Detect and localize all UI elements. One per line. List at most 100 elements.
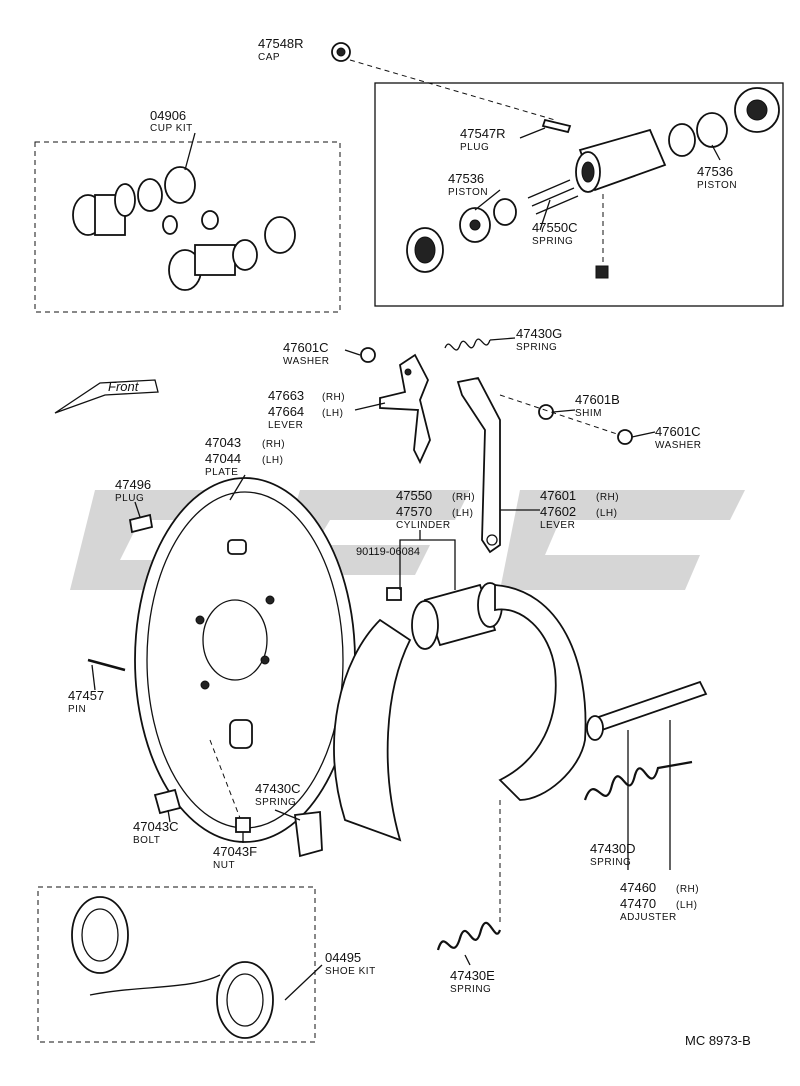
front-label: Front xyxy=(108,379,140,394)
nut-part xyxy=(235,817,251,833)
plug-r-number: 47547R xyxy=(460,126,506,141)
lever-small-part xyxy=(379,353,431,465)
spring-d-part xyxy=(583,760,693,801)
label-piston-left: 47536 PISTON xyxy=(448,171,488,198)
washer-right-part xyxy=(617,429,633,445)
label-pin: 47457 PIN xyxy=(68,688,104,715)
spring-c-clip-part xyxy=(293,810,323,858)
label-washer-top: 47601C WASHER xyxy=(283,340,330,367)
lever-small-name: LEVER xyxy=(268,420,303,431)
plug-name: PLUG xyxy=(115,493,144,504)
cap-name: CAP xyxy=(258,52,280,63)
label-piston-right: 47536 PISTON xyxy=(697,164,737,191)
lever-small-variant1: (RH) xyxy=(322,392,345,403)
spring-g-name: SPRING xyxy=(516,342,557,353)
brake-shoe-left xyxy=(333,618,412,842)
cylinder-number1: 47550 xyxy=(396,488,432,503)
shim-name: SHIM xyxy=(575,408,602,419)
adjuster-variant1: (RH) xyxy=(676,884,699,895)
spring-e-name: SPRING xyxy=(450,984,491,995)
shim-number: 47601B xyxy=(575,392,620,407)
spring-c2-number: 47430C xyxy=(255,781,301,796)
bolt-name: BOLT xyxy=(133,835,160,846)
piston-left-number: 47536 xyxy=(448,171,484,186)
plate-name: PLATE xyxy=(205,467,238,478)
plate-variant2: (LH) xyxy=(262,455,283,466)
front-arrow: Front xyxy=(54,379,159,414)
adjuster-number2: 47470 xyxy=(620,896,656,911)
cylinder-variant1: (RH) xyxy=(452,492,475,503)
cup-kit-number: 04906 xyxy=(150,108,186,123)
brake-shoe-right xyxy=(494,584,587,801)
spring-e-part xyxy=(436,921,502,951)
cylinder-variant2: (LH) xyxy=(452,508,473,519)
spring-c-name: SPRING xyxy=(532,236,573,247)
label-cup-kit: 04906 CUP KIT xyxy=(150,108,193,134)
label-nut: 47043F NUT xyxy=(213,844,257,871)
bolt-number: 47043C xyxy=(133,819,179,834)
cap-part xyxy=(331,42,556,121)
lever-large-variant2: (LH) xyxy=(596,508,617,519)
spring-g-part xyxy=(444,338,491,351)
shoe-kit-box xyxy=(37,886,316,1043)
washer-right-name: WASHER xyxy=(655,440,702,451)
lever-large-number2: 47602 xyxy=(540,504,576,519)
lever-small-variant2: (LH) xyxy=(322,408,343,419)
piston-left-name: PISTON xyxy=(448,187,488,198)
plug-number: 47496 xyxy=(115,477,151,492)
adjuster-name: ADJUSTER xyxy=(620,912,677,923)
washer-top-name: WASHER xyxy=(283,356,330,367)
cap-number: 47548R xyxy=(258,36,304,51)
cup-kit-box xyxy=(34,141,341,313)
pin-name: PIN xyxy=(68,704,86,715)
label-shoe-kit: 04495 SHOE KIT xyxy=(325,950,376,977)
wheel-cylinder-part xyxy=(411,582,503,650)
pin-number: 47457 xyxy=(68,688,104,703)
lever-large-number1: 47601 xyxy=(540,488,576,503)
label-plug-r: 47547R PLUG xyxy=(460,126,506,153)
cup-kit-name: CUP KIT xyxy=(150,123,193,134)
label-spring-c: 47550C SPRING xyxy=(532,220,578,247)
piston-right-name: PISTON xyxy=(697,180,737,191)
washer-top-number: 47601C xyxy=(283,340,329,355)
bolt-part xyxy=(153,788,182,815)
adjuster-variant2: (LH) xyxy=(676,900,697,911)
label-bolt: 47043C BOLT xyxy=(133,819,179,846)
label-shim: 47601B SHIM xyxy=(575,392,620,419)
lever-large-variant1: (RH) xyxy=(596,492,619,503)
plate-variant1: (RH) xyxy=(262,439,285,450)
nut-name: NUT xyxy=(213,860,235,871)
adjuster-part xyxy=(586,680,708,741)
spring-c-number: 47550C xyxy=(532,220,578,235)
label-lever-small: 47663 (RH) 47664 (LH) LEVER xyxy=(268,388,345,431)
label-plate: 47043 (RH) 47044 (LH) PLATE xyxy=(205,435,285,478)
label-plug: 47496 PLUG xyxy=(115,477,151,504)
lever-large-name: LEVER xyxy=(540,520,575,531)
cylinder-detail-parts xyxy=(406,87,780,279)
cylinder-detail-box xyxy=(374,82,784,307)
shoe-kit-parts xyxy=(71,896,274,1039)
label-spring-c2: 47430C SPRING xyxy=(255,781,301,808)
leader-lines xyxy=(91,127,721,1001)
label-spring-g: 47430G SPRING xyxy=(516,326,562,353)
cylinder-number2: 47570 xyxy=(396,504,432,519)
shoe-kit-number: 04495 xyxy=(325,950,361,965)
spring-d-number: 47430D xyxy=(590,841,636,856)
cup-kit-parts xyxy=(72,166,296,291)
label-washer-right: 47601C WASHER xyxy=(655,424,702,451)
diagram-code: MC 8973-B xyxy=(685,1033,751,1048)
shoe-kit-name: SHOE KIT xyxy=(325,966,376,977)
bolt-cyl-number: 90119-06084 xyxy=(356,546,420,558)
label-bolt-cyl: 90119-06084 xyxy=(356,546,420,558)
spring-d-name: SPRING xyxy=(590,857,631,868)
spring-c2-name: SPRING xyxy=(255,797,296,808)
nut-number: 47043F xyxy=(213,844,257,859)
plate-number2: 47044 xyxy=(205,451,241,466)
pin-part xyxy=(87,658,126,672)
washer-top-part xyxy=(360,347,376,363)
label-adjuster: 47460 (RH) 47470 (LH) ADJUSTER xyxy=(620,880,699,923)
spring-g-number: 47430G xyxy=(516,326,562,341)
spring-e-number: 47430E xyxy=(450,968,495,983)
